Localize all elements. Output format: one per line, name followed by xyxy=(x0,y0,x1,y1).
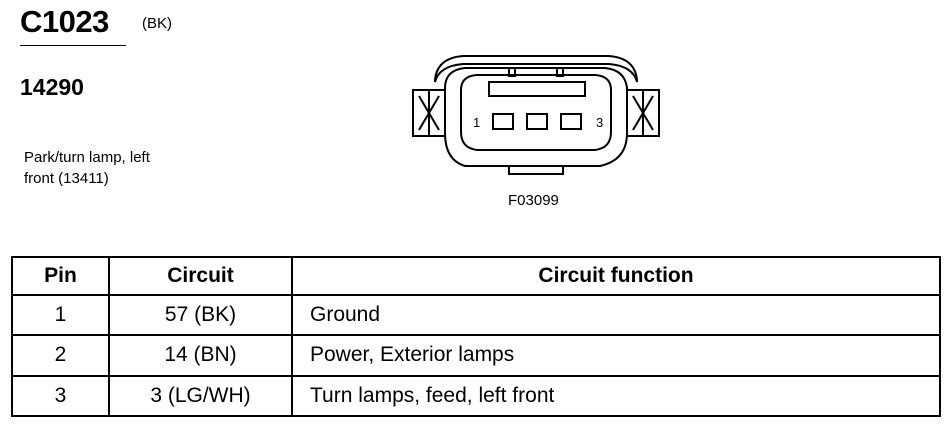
latch-bar xyxy=(488,81,586,97)
pinout-table: Pin Circuit Circuit function 1 57 (BK) G… xyxy=(11,256,941,418)
description-line-1: Park/turn lamp, left xyxy=(24,149,150,166)
table-row: 3 3 (LG/WH) Turn lamps, feed, left front xyxy=(11,374,941,418)
cell-function: Turn lamps, feed, left front xyxy=(291,374,941,418)
table-row: 1 57 (BK) Ground xyxy=(11,293,941,337)
cell-pin: 3 xyxy=(11,374,110,418)
title-underline xyxy=(20,45,126,46)
header-circuit-function: Circuit function xyxy=(291,256,941,296)
cell-circuit: 3 (LG/WH) xyxy=(108,374,293,418)
cell-pin: 2 xyxy=(11,334,110,377)
connector-color-code: (BK) xyxy=(142,15,172,32)
connector-id: C1023 xyxy=(20,4,109,39)
cell-pin: 1 xyxy=(11,293,110,337)
connector-face-diagram: 1 3 xyxy=(412,55,660,175)
table-row: 2 14 (BN) Power, Exterior lamps xyxy=(11,334,941,377)
header-circuit: Circuit xyxy=(108,256,293,296)
cell-function: Power, Exterior lamps xyxy=(291,334,941,377)
header-pin: Pin xyxy=(11,256,110,296)
description-line-2: front (13411) xyxy=(24,170,109,187)
cell-function: Ground xyxy=(291,293,941,337)
housing-hood xyxy=(434,55,638,83)
terminal-2 xyxy=(526,113,548,130)
cell-circuit: 57 (BK) xyxy=(108,293,293,337)
pin-label-1: 1 xyxy=(473,115,480,130)
cell-circuit: 14 (BN) xyxy=(108,334,293,377)
bottom-key xyxy=(508,166,564,175)
figure-id: F03099 xyxy=(508,192,559,209)
key-tab-left xyxy=(508,67,516,77)
connector-inner-face xyxy=(460,74,612,151)
connector-description: Park/turn lamp, left front (13411) xyxy=(24,147,150,189)
terminal-3 xyxy=(560,113,582,130)
key-tab-right xyxy=(556,67,564,77)
pin-label-3: 3 xyxy=(596,115,603,130)
terminal-1 xyxy=(492,113,514,130)
table-header-row: Pin Circuit Circuit function xyxy=(11,256,941,296)
part-number: 14290 xyxy=(20,74,84,100)
